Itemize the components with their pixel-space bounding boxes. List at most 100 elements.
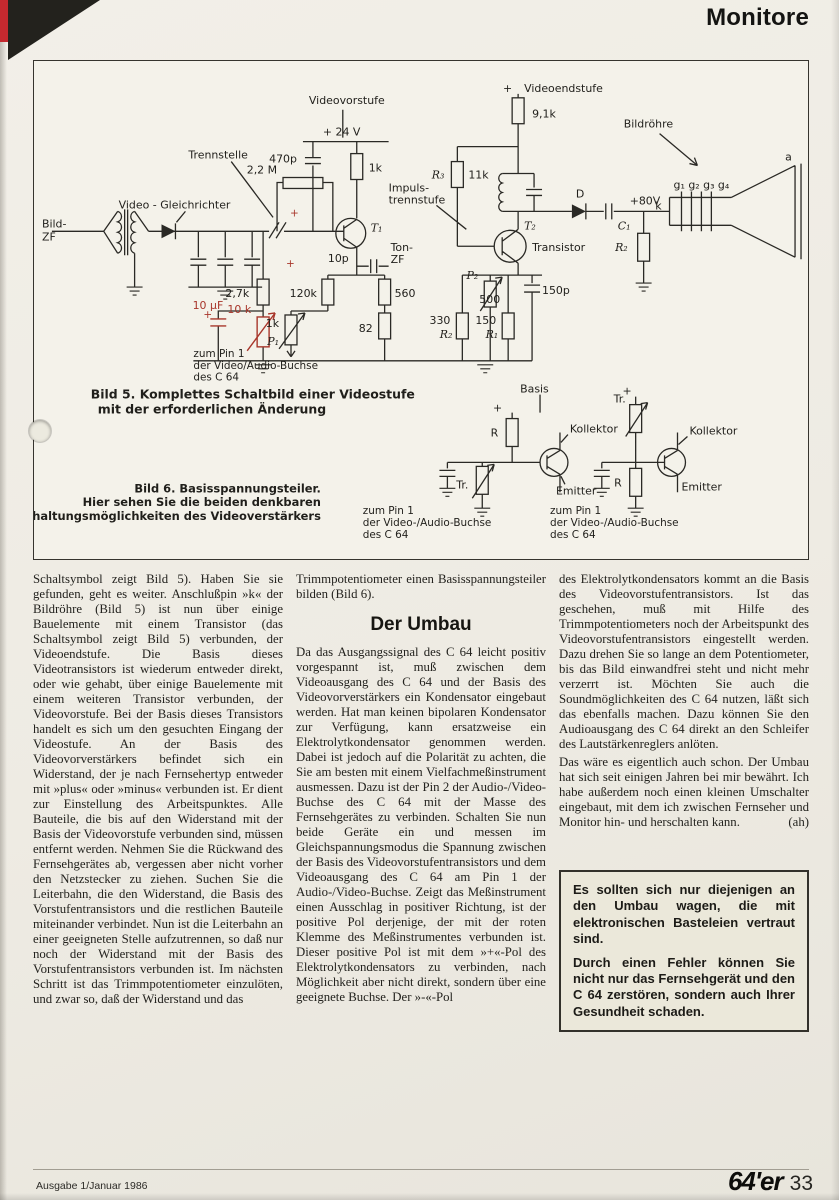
label-video-gleichrichter: Video - Gleichrichter bbox=[119, 198, 231, 211]
label-150-r1: R₁ bbox=[485, 328, 499, 341]
transistor-t1 bbox=[335, 217, 367, 249]
label-330: 330 bbox=[429, 314, 450, 327]
bild6-transistor-a bbox=[539, 447, 569, 477]
sixtyfourer-logo: 64'er bbox=[727, 1166, 784, 1196]
bild6-resistors bbox=[475, 403, 643, 497]
label-videovorstufe: Videovorstufe bbox=[309, 94, 385, 107]
label-1k-p1: 1k bbox=[266, 317, 280, 330]
column-2: Trimmpotentiometer einen Basisspannungst… bbox=[296, 572, 546, 1176]
label-2-2m: 2,2 M bbox=[247, 164, 277, 177]
bild5-capacitor-plates bbox=[190, 156, 613, 293]
resistors bbox=[256, 97, 651, 346]
label-zum-pin-c3: des C 64 bbox=[550, 529, 596, 541]
article-columns: Schaltsymbol zeigt Bild 5). Haben Sie si… bbox=[33, 572, 809, 1176]
label-plus-a: + bbox=[493, 402, 502, 415]
bild5-caption-line2: mit der erforderlichen Änderung bbox=[98, 402, 326, 417]
label-trennstelle: Trennstelle bbox=[187, 149, 248, 162]
label-zum-pin-b1: zum Pin 1 bbox=[363, 505, 414, 517]
col3-paragraph-1: des Elektrolytkondensators kommt an die … bbox=[559, 572, 809, 751]
label-10p: 10p bbox=[328, 252, 349, 265]
label-560: 560 bbox=[395, 287, 416, 300]
trimmer-10k bbox=[256, 316, 270, 348]
bild5-caption-line1: Bild 5. Komplettes Schaltbild einer Vide… bbox=[91, 387, 415, 402]
bild6-caption-line3: Schaltungsmöglichkeiten des Videoverstär… bbox=[34, 509, 321, 523]
detector-diode bbox=[161, 224, 176, 239]
red-trimmer-and-elko bbox=[210, 312, 276, 352]
hole-punch bbox=[29, 420, 51, 442]
label-anode: a bbox=[785, 151, 792, 164]
diode-d bbox=[571, 204, 586, 219]
label-impuls-1: Impuls- bbox=[389, 181, 429, 194]
label-11k: 11k bbox=[468, 169, 489, 182]
col3-paragraph-2: Das wäre es eigentlich auch schon. Der U… bbox=[559, 755, 809, 830]
label-150p: 150p bbox=[542, 284, 570, 297]
bild6-caption-line1: Bild 6. Basisspannungsteiler. bbox=[134, 481, 320, 495]
column-3: des Elektrolytkondensators kommt an die … bbox=[559, 572, 809, 1176]
page-corner-fold bbox=[8, 0, 100, 60]
label-zum-pin-c1: zum Pin 1 bbox=[550, 505, 601, 517]
label-p2: P₂ bbox=[466, 269, 479, 282]
umbau-heading: Der Umbau bbox=[370, 614, 472, 635]
label-videoendstufe: Videoendstufe bbox=[524, 82, 603, 95]
label-elko-plus: + bbox=[203, 309, 212, 321]
label-emitter-a: Emitter bbox=[556, 484, 597, 497]
label-r-b: R bbox=[614, 476, 622, 489]
label-bild-zf-2: ZF bbox=[42, 230, 56, 243]
label-ton-zf-2: ZF bbox=[391, 253, 405, 266]
label-c1: C₁ bbox=[618, 219, 631, 232]
bild6-transistor-b bbox=[656, 447, 687, 477]
label-r2-right: R₂ bbox=[614, 241, 628, 254]
ground-symbols bbox=[126, 282, 652, 374]
page-number: 33 bbox=[789, 1172, 813, 1195]
label-t1: T₁ bbox=[371, 221, 383, 234]
label-82: 82 bbox=[359, 322, 373, 335]
label-tr-a: Tr. bbox=[455, 478, 468, 491]
label-zum-pin-c2: der Video-/Audio-Buchse bbox=[550, 517, 679, 529]
label-grids: g₁ g₂ g₃ g₄ bbox=[674, 178, 730, 191]
column-1: Schaltsymbol zeigt Bild 5). Haben Sie si… bbox=[33, 572, 283, 1176]
label-plus-endstufe: + bbox=[503, 82, 512, 95]
label-p1: P₁ bbox=[266, 335, 279, 348]
warning-paragraph-2: Durch einen Fehler können Sie nicht nur … bbox=[573, 954, 795, 1019]
label-transistor: Transistor bbox=[531, 241, 586, 254]
figure-box: Videovorstufe + 24 V 470p 1k Trennstelle… bbox=[33, 60, 809, 560]
label-kollektor-b: Kollektor bbox=[689, 425, 737, 438]
label-470p: 470p bbox=[269, 153, 297, 166]
author-initials: (ah) bbox=[788, 815, 809, 829]
label-plus-b: + bbox=[623, 385, 632, 398]
label-r-a: R bbox=[491, 427, 499, 440]
bild6-capacitor-plates bbox=[439, 469, 610, 477]
warning-box: Es sollten sich nur diejenigen an den Um… bbox=[559, 870, 809, 1032]
section-title: Monitore bbox=[706, 4, 809, 31]
bild6-ground-symbols bbox=[439, 487, 644, 517]
warning-paragraph-1: Es sollten sich nur diejenigen an den Um… bbox=[573, 882, 795, 947]
label-zum-pin-a2: der Video/Audio-Buchse bbox=[193, 360, 318, 372]
bild6-caption-line2: Hier sehen Sie die beiden denkbaren bbox=[83, 495, 321, 509]
label-kollektor-a: Kollektor bbox=[570, 423, 618, 436]
label-solder-plus-2: + bbox=[286, 258, 295, 270]
footer-right: 64'er 33 bbox=[728, 1166, 813, 1197]
scan-edge-bottom bbox=[0, 1193, 839, 1200]
label-330-r2: R₂ bbox=[439, 328, 453, 341]
label-emitter-b: Emitter bbox=[681, 480, 722, 493]
label-9-1k: 9,1k bbox=[532, 108, 556, 121]
label-solder-plus-1: + bbox=[290, 207, 299, 219]
issue-date: Ausgabe 1/Januar 1986 bbox=[36, 1180, 148, 1192]
label-basis: Basis bbox=[520, 383, 549, 396]
label-plus24v: + 24 V bbox=[323, 126, 361, 139]
label-1k-top: 1k bbox=[369, 162, 383, 175]
label-2-7k: 2,7k bbox=[225, 287, 249, 300]
label-impuls-2: trennstufe bbox=[389, 193, 446, 206]
label-d: D bbox=[576, 187, 584, 200]
label-tr-b: Tr. bbox=[613, 393, 626, 406]
bild6-wires bbox=[446, 394, 688, 509]
label-plus80v: +80V bbox=[630, 194, 661, 207]
label-10k: 10 k bbox=[227, 303, 251, 316]
scan-edge-left bbox=[0, 0, 7, 1200]
transistor-t2 bbox=[493, 229, 527, 263]
label-zum-pin-b3: des C 64 bbox=[363, 529, 409, 541]
label-zum-pin-b2: der Video-/Audio-Buchse bbox=[363, 517, 492, 529]
label-zum-pin-a3: des C 64 bbox=[193, 372, 239, 384]
label-10uf: 10 µF bbox=[193, 299, 224, 312]
